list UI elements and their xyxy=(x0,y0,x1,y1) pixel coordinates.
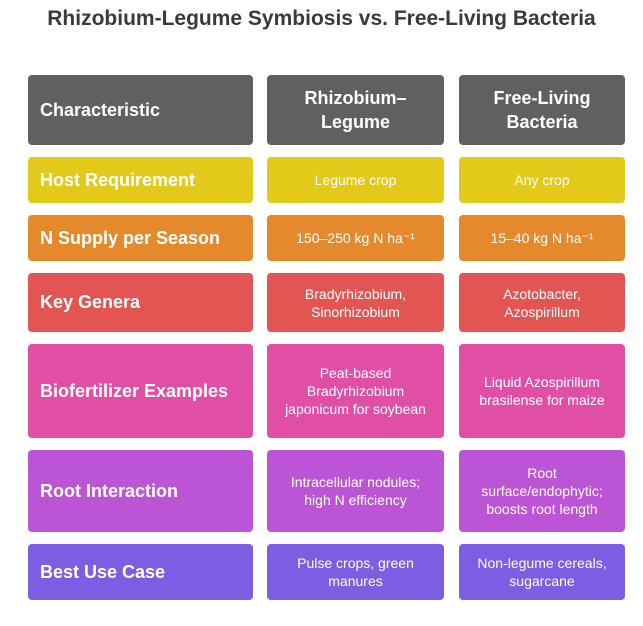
header-free-living-bacteria-label: Free-Living Bacteria xyxy=(493,88,591,132)
rhizobium-cell: Pulse crops, green manures xyxy=(267,544,444,600)
free-living-cell: 15–40 kg N ha⁻¹ xyxy=(459,215,625,261)
free-living-value: Any crop xyxy=(514,172,570,188)
row-key-genera: Key Genera Bradyrhizobium, Sinorhizobium… xyxy=(28,273,625,332)
row-label: Host Requirement xyxy=(40,169,196,190)
row-label: Biofertilizer Examples xyxy=(40,380,229,401)
rhizobium-value: Intracellular nodules; high N efficiency xyxy=(290,474,421,508)
row-label: N Supply per Season xyxy=(40,227,221,248)
free-living-value: 15–40 kg N ha⁻¹ xyxy=(490,230,594,246)
row-label: Best Use Case xyxy=(40,561,166,582)
header-characteristic: Characteristic xyxy=(28,75,253,145)
free-living-cell: Root surface/endophytic; boosts root len… xyxy=(459,450,625,532)
rhizobium-cell: 150–250 kg N ha⁻¹ xyxy=(267,215,444,261)
rhizobium-value: Legume crop xyxy=(314,172,397,188)
free-living-cell: Azotobacter, Azospirillum xyxy=(459,273,625,332)
row-label-cell: Root Interaction xyxy=(28,450,253,532)
free-living-cell: Liquid Azospirillum brasilense for maize xyxy=(459,344,625,438)
header-free-living-bacteria: Free-Living Bacteria xyxy=(459,75,625,145)
header-row: Characteristic Rhizobium–Legume Free-Liv… xyxy=(28,75,625,145)
row-label-cell: N Supply per Season xyxy=(28,215,253,261)
header-rhizobium-legume: Rhizobium–Legume xyxy=(267,75,444,145)
rhizobium-cell: Bradyrhizobium, Sinorhizobium xyxy=(267,273,444,332)
row-host-requirement: Host Requirement Legume crop Any crop xyxy=(28,157,625,203)
free-living-value: Non-legume cereals, sugarcane xyxy=(477,555,607,589)
diagram-title: Rhizobium-Legume Symbiosis vs. Free-Livi… xyxy=(47,7,596,30)
comparison-table: Characteristic Rhizobium–Legume Free-Liv… xyxy=(28,75,625,612)
header-rhizobium-legume-label: Rhizobium–Legume xyxy=(304,88,407,132)
rhizobium-value: Pulse crops, green manures xyxy=(297,555,414,589)
rhizobium-cell: Intracellular nodules; high N efficiency xyxy=(267,450,444,532)
row-best-use-case: Best Use Case Pulse crops, green manures… xyxy=(28,544,625,600)
row-root-interaction: Root Interaction Intracellular nodules; … xyxy=(28,450,625,532)
header-characteristic-label: Characteristic xyxy=(40,99,161,120)
free-living-cell: Any crop xyxy=(459,157,625,203)
row-label: Key Genera xyxy=(40,292,141,312)
rhizobium-value: 150–250 kg N ha⁻¹ xyxy=(296,230,415,246)
rhizobium-value: Peat-based Bradyrhizobium japonicum for … xyxy=(285,365,426,417)
row-n-supply: N Supply per Season 150–250 kg N ha⁻¹ 15… xyxy=(28,215,625,261)
row-label: Root Interaction xyxy=(40,480,178,501)
rhizobium-cell: Peat-based Bradyrhizobium japonicum for … xyxy=(267,344,444,438)
free-living-value: Root surface/endophytic; boosts root len… xyxy=(481,465,603,517)
free-living-value: Liquid Azospirillum brasilense for maize xyxy=(479,374,605,408)
row-label-cell: Biofertilizer Examples xyxy=(28,344,253,438)
row-label-cell: Host Requirement xyxy=(28,157,253,203)
rhizobium-value: Bradyrhizobium, Sinorhizobium xyxy=(304,285,407,320)
row-biofertilizer-examples: Biofertilizer Examples Peat-based Bradyr… xyxy=(28,344,625,438)
row-label-cell: Best Use Case xyxy=(28,544,253,600)
row-label-cell: Key Genera xyxy=(28,273,253,332)
free-living-value: Azotobacter, Azospirillum xyxy=(503,285,581,320)
rhizobium-cell: Legume crop xyxy=(267,157,444,203)
free-living-cell: Non-legume cereals, sugarcane xyxy=(459,544,625,600)
